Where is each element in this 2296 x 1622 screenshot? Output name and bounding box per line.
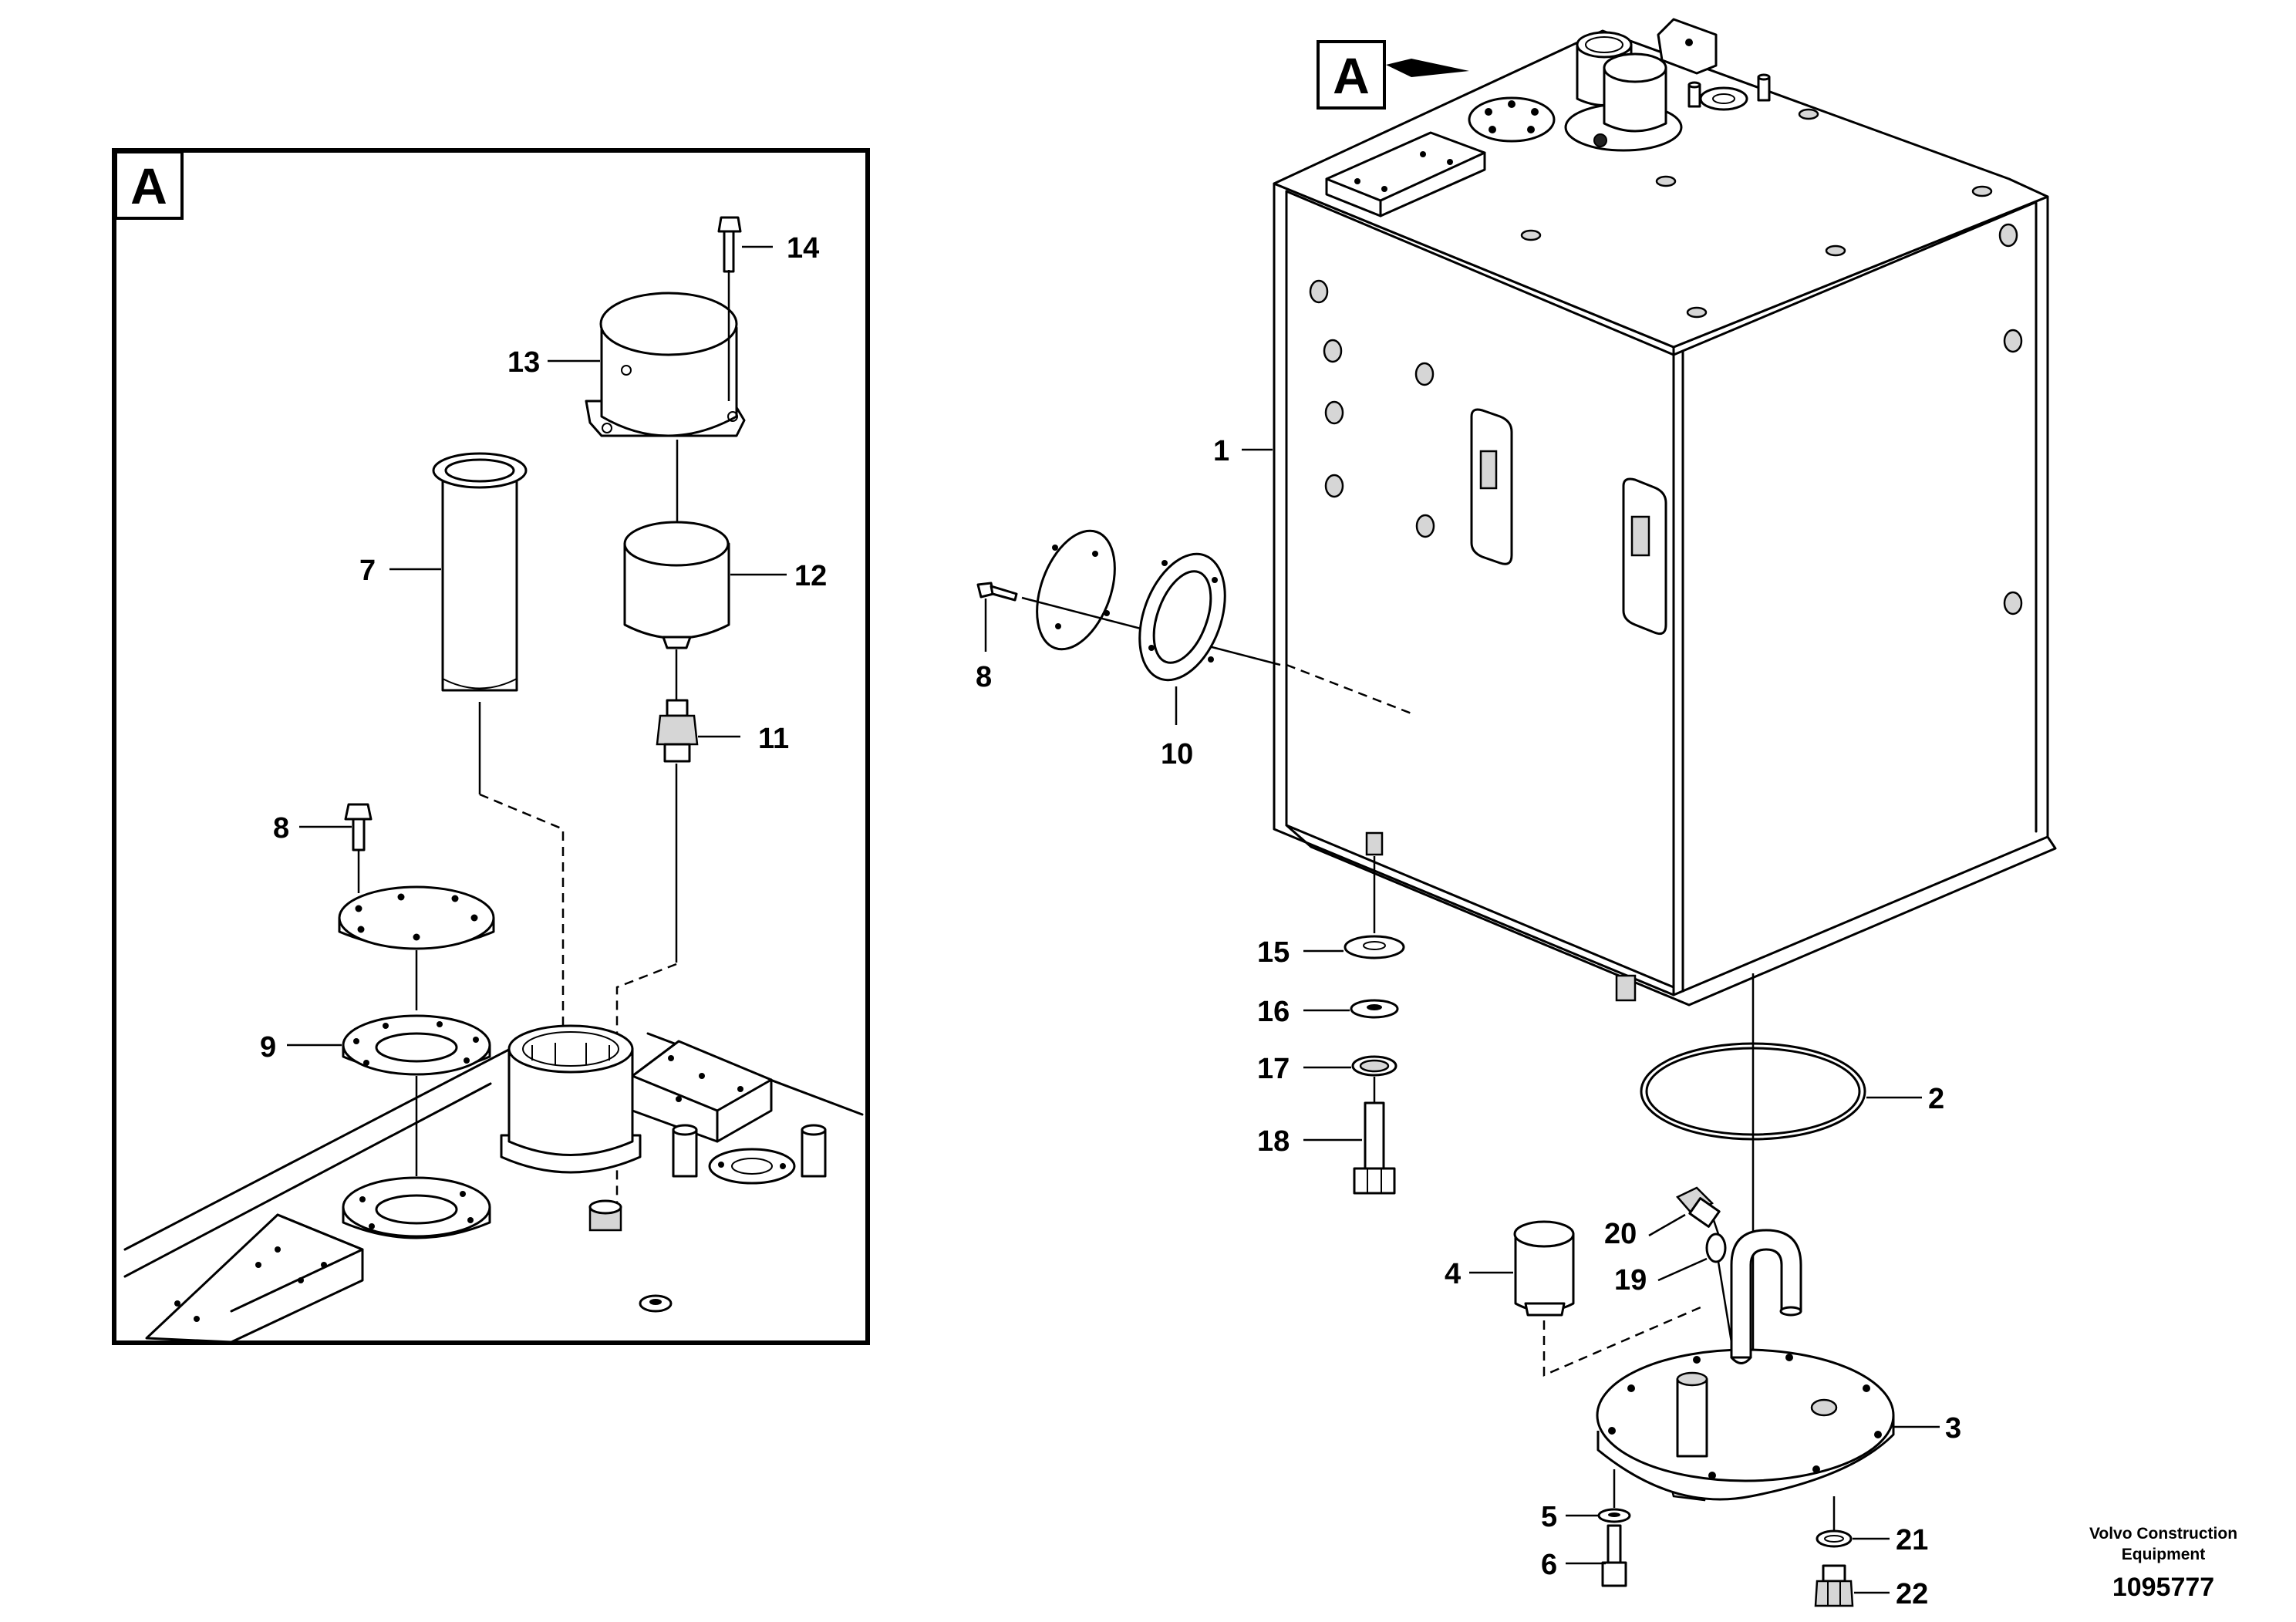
item-5-washer xyxy=(1597,1508,1631,1523)
callout-17: 17 xyxy=(1257,1053,1290,1085)
detail-strainer-housing xyxy=(500,1024,642,1174)
callout-9: 9 xyxy=(260,1031,276,1064)
item-20-plug xyxy=(1675,1186,1721,1228)
item-8-bolt-main xyxy=(976,582,1018,602)
item-13-filter-cover xyxy=(585,292,746,437)
callout-14: 14 xyxy=(787,232,819,265)
detail-label-a: A xyxy=(130,157,167,214)
item-8-cover-plate xyxy=(1036,529,1116,651)
detail-cover-plate xyxy=(338,885,495,950)
item-8-bolt-detail xyxy=(344,803,373,851)
detail-tank-top-surface xyxy=(123,1032,864,1344)
view-a-label: A xyxy=(1333,47,1370,104)
callout-16: 16 xyxy=(1257,996,1290,1028)
callout-13: 13 xyxy=(507,346,540,379)
item-15-washer xyxy=(1344,935,1405,959)
callout-7: 7 xyxy=(359,555,376,587)
detail-tank-flange xyxy=(342,1176,491,1239)
item-10-gasket xyxy=(1138,552,1226,682)
callout-8-main: 8 xyxy=(976,661,992,693)
item-4-filter xyxy=(1513,1220,1575,1317)
callout-11: 11 xyxy=(758,723,789,755)
credit-block: Volvo Construction Equipment 1095777 xyxy=(2089,1525,2237,1602)
item-19-seal-ring xyxy=(1705,1233,1727,1263)
hydraulic-tank xyxy=(1273,18,2057,1007)
item-14-bolt xyxy=(717,216,742,273)
callout-19: 19 xyxy=(1614,1264,1647,1297)
detail-frame xyxy=(112,148,870,1345)
callout-21: 21 xyxy=(1896,1524,1928,1556)
callout-20: 20 xyxy=(1604,1218,1637,1250)
tank-top-bolts xyxy=(1520,73,1993,319)
detail-label-box xyxy=(114,150,184,220)
callout-2: 2 xyxy=(1928,1083,1944,1115)
tank-side-studs xyxy=(1309,223,2023,615)
item-9-gasket xyxy=(342,1014,491,1076)
item-22-drain-plug xyxy=(1814,1564,1854,1607)
view-a-arrow xyxy=(1386,59,1469,77)
callout-15: 15 xyxy=(1257,936,1290,969)
item-21-o-ring xyxy=(1816,1529,1853,1548)
callout-22: 22 xyxy=(1896,1578,1928,1610)
callout-5: 5 xyxy=(1541,1501,1557,1533)
item-3-base-plate xyxy=(1596,1229,1895,1502)
main-view: A xyxy=(976,18,2057,1610)
callout-10: 10 xyxy=(1161,738,1193,771)
callout-4: 4 xyxy=(1445,1258,1461,1290)
callout-3: 3 xyxy=(1945,1412,1961,1445)
callout-1: 1 xyxy=(1213,435,1229,467)
item-12-filter-element xyxy=(623,521,730,649)
credit-line-2: Equipment xyxy=(2122,1546,2206,1563)
credit-line-1: Volvo Construction xyxy=(2089,1525,2237,1543)
callout-8-detail: 8 xyxy=(273,812,289,845)
callout-12: 12 xyxy=(794,560,827,592)
item-7-strainer-pipe xyxy=(432,452,528,692)
callout-18: 18 xyxy=(1257,1125,1290,1158)
tank-sight-gauges xyxy=(1470,408,1667,636)
item-17-lock-washer xyxy=(1351,1055,1397,1077)
document-number: 1095777 xyxy=(2112,1573,2214,1602)
detail-spacers xyxy=(588,1124,827,1313)
item-11-sensor xyxy=(656,699,699,763)
item-16-washer xyxy=(1350,999,1399,1019)
callout-6: 6 xyxy=(1541,1549,1557,1581)
detail-view-a: A xyxy=(112,148,870,1345)
item-18-bolt xyxy=(1353,1101,1396,1195)
item-6-bolt xyxy=(1601,1524,1627,1587)
view-a-box xyxy=(1317,40,1386,110)
